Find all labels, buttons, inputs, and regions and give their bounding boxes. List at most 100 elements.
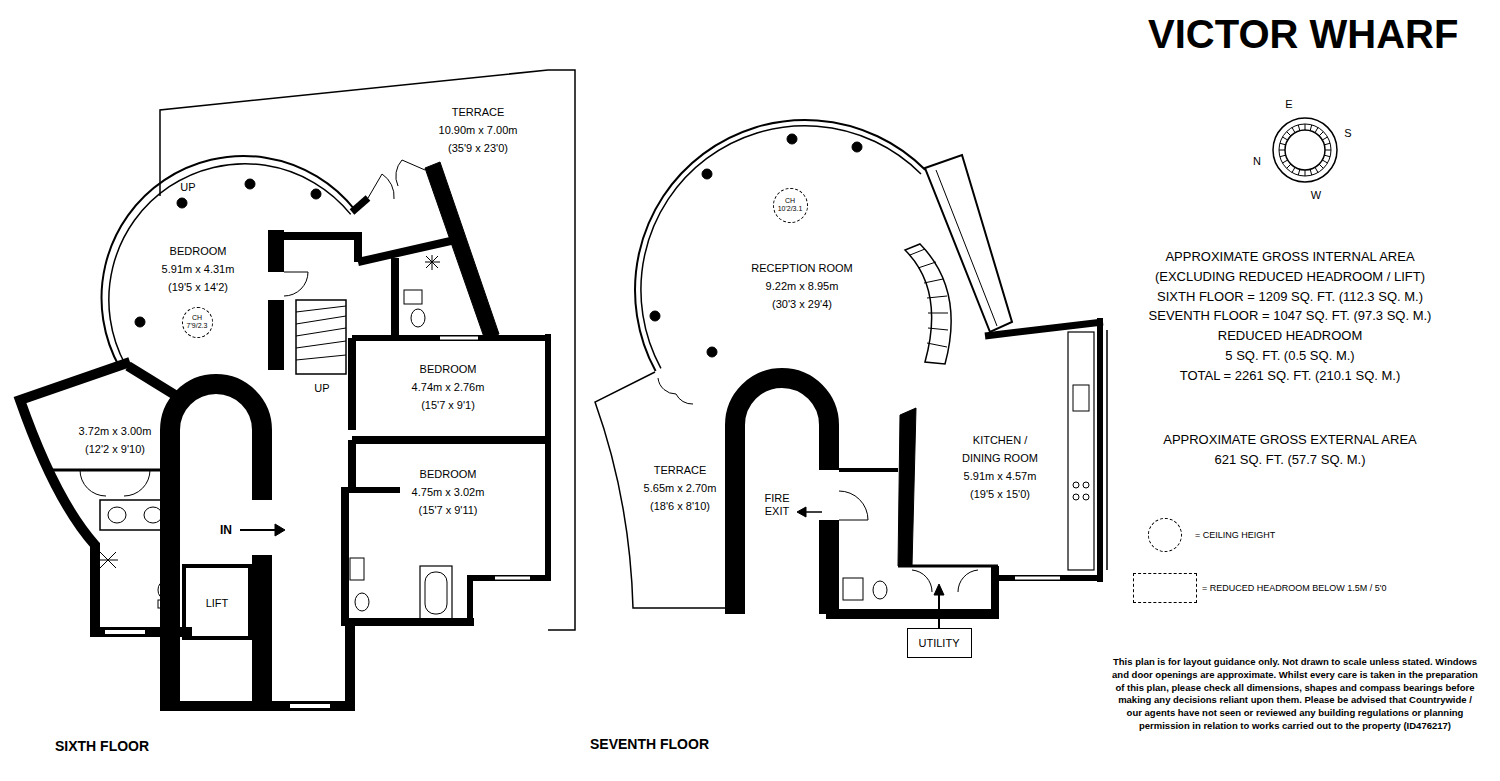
room-name: TERRACE: [644, 461, 717, 479]
column: [311, 189, 321, 199]
compass-rose: [1280, 143, 1286, 145]
entrance-label: IN: [220, 523, 232, 538]
hob: [1073, 482, 1079, 488]
wall: [345, 487, 400, 493]
wall: [268, 230, 284, 272]
area-note: (EXCLUDING REDUCED HEADROOM / LIFT): [1155, 269, 1425, 285]
shower-symbol: [98, 552, 118, 568]
glazed-curved-wall: [641, 126, 921, 368]
basin: [843, 578, 863, 600]
wall: [284, 236, 358, 262]
sixth-floor-walls: [20, 70, 575, 706]
lift-shaft: [184, 566, 250, 638]
wall: [898, 565, 998, 568]
wall: [352, 436, 548, 444]
room-name: KITCHEN / DINING ROOM: [955, 431, 1045, 467]
compass-rose: [1292, 167, 1295, 172]
toilet: [158, 600, 172, 608]
room-name: UTILITY: [919, 637, 960, 650]
wall: [467, 575, 473, 626]
room-dimension: (19'5 x 14'2): [162, 278, 235, 296]
toilet: [355, 593, 369, 611]
utility-callout-box: UTILITY: [907, 628, 972, 658]
column: [650, 311, 660, 321]
basin: [350, 558, 364, 580]
compass-rose: [1282, 160, 1287, 163]
column: [707, 347, 717, 357]
compass-rose: [1322, 160, 1327, 163]
bath: [425, 572, 447, 614]
glazed-wall: [925, 155, 1012, 332]
terrace-area: TERRACE5.65m x 2.70m(18'6 x 8'10): [640, 440, 730, 520]
wall: [348, 440, 356, 490]
text-group: LIFT: [206, 594, 229, 612]
compass-bearing: E: [1285, 97, 1292, 111]
arch-wall: [735, 378, 829, 614]
entrance-arrow: [275, 524, 285, 536]
door-swing: [396, 160, 425, 186]
compass-bearing: N: [1253, 154, 1261, 168]
bedroom-area: BEDROOM4.75m x 3.02m(15'7 x 9'11): [365, 448, 540, 558]
basin: [404, 290, 422, 304]
text-group: UTILITY: [919, 637, 960, 650]
room-name: CH: [187, 314, 208, 322]
wall: [826, 609, 999, 619]
column: [787, 134, 797, 144]
compass-rose: [1305, 170, 1306, 176]
window: [105, 630, 145, 634]
floor-name: SEVENTH FLOOR: [590, 735, 709, 753]
window: [290, 704, 330, 708]
compass-rose: [1310, 169, 1312, 175]
wall: [391, 258, 399, 335]
room-dimension: (30'3 x 29'4): [751, 295, 852, 313]
text-group: RECEPTION ROOM9.22m x 8.95m(30'3 x 29'4): [751, 259, 852, 313]
compass-rose: [1310, 125, 1312, 131]
compass-rose: [1279, 150, 1285, 151]
room-name: CH: [778, 197, 803, 205]
wall: [341, 618, 474, 626]
ceiling-height-circle: CH7'9/2.3: [182, 307, 213, 338]
basin: [144, 507, 162, 523]
window: [1015, 577, 1060, 580]
area-figure: 5 SQ. FT. (0.5 SQ. M.): [1225, 348, 1354, 364]
fire-exit-arrow: [804, 511, 822, 513]
room-dimension: (19'5 x 15'0): [955, 485, 1045, 503]
window: [440, 337, 478, 340]
window: [495, 577, 530, 580]
room-name: LIFT: [206, 594, 229, 612]
arch-wall: [170, 384, 262, 706]
legend-text: = REDUCED HEADROOM BELOW 1.5M / 5'0: [1202, 583, 1387, 594]
text-group: BEDROOM4.74m x 2.76m(15'7 x 9'1): [412, 360, 485, 414]
room-dimension: 10'2/3.1: [778, 205, 803, 213]
text-group: TERRACE5.65m x 2.70m(18'6 x 8'10): [644, 461, 717, 515]
text-group: BEDROOM4.75m x 3.02m(15'7 x 9'11): [412, 465, 485, 519]
door-swing: [80, 470, 150, 496]
text-group: 3.72m x 3.00m(12'2 x 9'10): [79, 422, 152, 458]
reception-area: RECEPTION ROOM9.22m x 8.95m(30'3 x 29'4)…: [680, 170, 910, 350]
area-heading: REDUCED HEADROOM: [1218, 328, 1362, 344]
seventh-floor-walls: [595, 120, 1107, 628]
door-swing: [839, 491, 868, 520]
legend-text: = CEILING HEIGHT: [1195, 530, 1275, 541]
stair-direction: UP: [180, 180, 195, 194]
compass-rose: [1282, 137, 1287, 140]
room-name: BEDROOM: [412, 465, 485, 483]
toilet: [873, 581, 887, 599]
wall: [839, 468, 898, 472]
hob: [1083, 482, 1089, 488]
room-dimension: (18'6 x 8'10): [644, 497, 717, 515]
room-dimension: 7'9/2.3: [187, 322, 208, 330]
compass-rose: [1324, 143, 1330, 145]
wall: [268, 300, 284, 370]
room-dimension: 5.91m x 4.57m: [955, 467, 1045, 485]
compass-rose: [1315, 167, 1318, 172]
bath: [420, 566, 452, 620]
room-name: RECEPTION ROOM: [751, 259, 852, 277]
legend-ceiling-height-sample: [1148, 518, 1182, 552]
room-area: 3.72m x 3.00m(12'2 x 9'10): [60, 410, 170, 465]
window: [1025, 317, 1065, 322]
stair-direction: UP: [314, 381, 329, 395]
wall: [358, 240, 455, 262]
compass-rose: [1324, 155, 1330, 157]
